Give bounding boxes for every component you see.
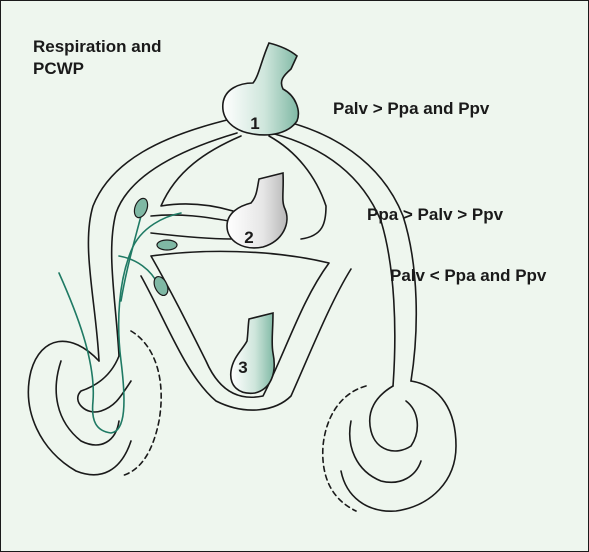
- alveolus-1-number: 1: [250, 114, 259, 133]
- zone-2-condition: Ppa > Palv > Ppv: [367, 205, 503, 225]
- upper-capillary-loop: [161, 136, 241, 211]
- alveolus-3-number: 3: [238, 358, 247, 377]
- alveolus-2-number: 2: [244, 228, 253, 247]
- diagram-title-line-1: Respiration and: [33, 37, 161, 57]
- right-heart-inner: [370, 386, 418, 451]
- outer-vessel-outer-wall: [88, 119, 231, 361]
- left-heart-outline: [28, 341, 131, 474]
- zone-3-condition: Palv < Ppa and Ppv: [390, 266, 546, 286]
- middle-branch: [151, 215, 229, 221]
- catheter-balloons: [132, 197, 177, 298]
- right-heart-outline: [341, 381, 456, 511]
- middle-branch-lower: [151, 233, 231, 239]
- alveolus-2: [227, 173, 287, 248]
- alveolus-1: [223, 43, 299, 135]
- right-heart-dashed: [323, 386, 366, 511]
- zone-1-condition: Palv > Ppa and Ppv: [333, 99, 489, 119]
- diagram-title-line-2: PCWP: [33, 59, 84, 79]
- alveolus-3: [231, 313, 274, 393]
- right-heart-chamber: [350, 421, 421, 482]
- left-heart-dashed: [121, 331, 161, 476]
- outer-vessel-inner-wall-right: [271, 133, 395, 386]
